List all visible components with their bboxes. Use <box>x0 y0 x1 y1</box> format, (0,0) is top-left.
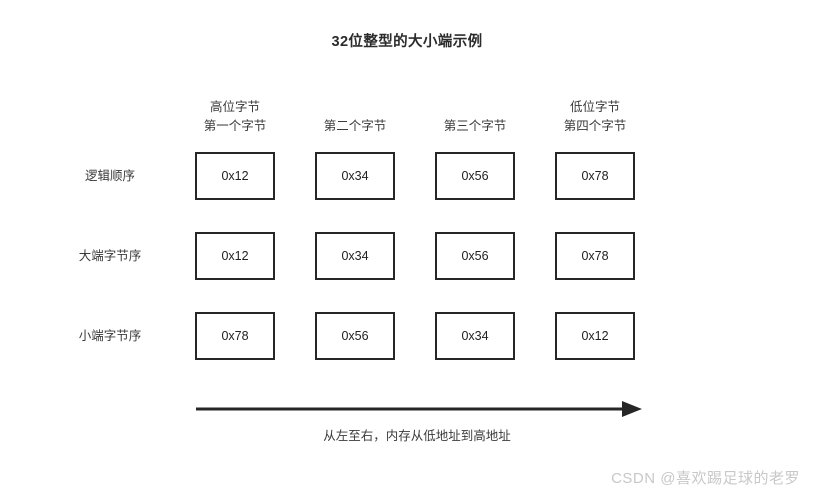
column-header-line: 第三个字节 <box>443 119 507 133</box>
arrow-caption: 从左至右，内存从低地址到高地址 <box>323 429 511 443</box>
column-header-line: 第一个字节 <box>203 119 267 133</box>
memory-direction-arrow <box>190 396 646 422</box>
byte-cell: 0x12 <box>555 312 635 360</box>
row-label-big-endian: 大端字节序 <box>78 249 142 263</box>
byte-cell: 0x34 <box>315 232 395 280</box>
page-title: 32位整型的大小端示例 <box>331 34 483 50</box>
byte-cell: 0x34 <box>435 312 515 360</box>
byte-cell: 0x12 <box>195 152 275 200</box>
byte-cell: 0x78 <box>555 152 635 200</box>
column-header-byte3: 第三个字节 <box>415 117 535 136</box>
column-header-line: 第四个字节 <box>563 119 627 133</box>
byte-cell: 0x56 <box>435 232 515 280</box>
column-header-line: 低位字节 <box>569 100 620 114</box>
row-label-logical-order: 逻辑顺序 <box>84 169 135 183</box>
byte-cell: 0x78 <box>195 312 275 360</box>
byte-cell: 0x34 <box>315 152 395 200</box>
byte-cell: 0x56 <box>435 152 515 200</box>
right-arrow-icon <box>196 401 642 417</box>
byte-cell: 0x78 <box>555 232 635 280</box>
column-header-line: 第二个字节 <box>323 119 387 133</box>
csdn-watermark: CSDN @喜欢踢足球的老罗 <box>611 470 800 487</box>
row-label-little-endian: 小端字节序 <box>78 329 142 343</box>
column-header-byte4: 低位字节 第四个字节 <box>535 98 655 136</box>
column-header-byte2: 第二个字节 <box>295 117 415 136</box>
byte-cell: 0x12 <box>195 232 275 280</box>
column-header-byte1: 高位字节 第一个字节 <box>175 98 295 136</box>
column-header-line: 高位字节 <box>209 100 260 114</box>
byte-cell: 0x56 <box>315 312 395 360</box>
